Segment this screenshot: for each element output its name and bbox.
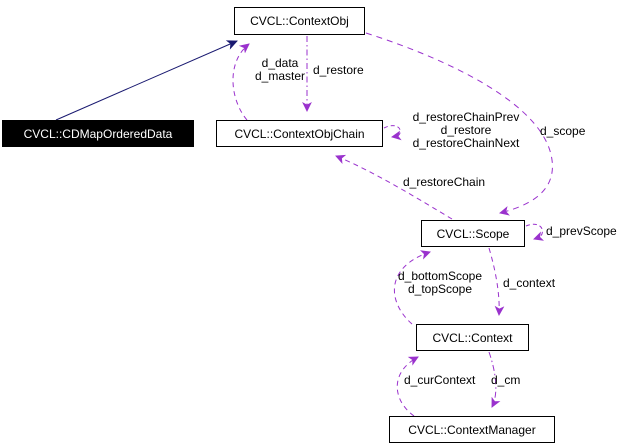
edge-inheritance-cdmapordereddata-to-contextobj bbox=[55, 40, 238, 121]
edge-label-line: d_curContext bbox=[404, 373, 476, 387]
class-node-contextmanager[interactable]: CVCL::ContextManager bbox=[389, 416, 555, 443]
class-node-contextobjchain[interactable]: CVCL::ContextObjChain bbox=[216, 120, 383, 147]
edge-label-line: d_context bbox=[503, 276, 556, 290]
edge-label-line: d_restoreChainNext bbox=[412, 136, 520, 150]
class-node-cdmapordereddata[interactable]: CVCL::CDMapOrderedData bbox=[2, 120, 194, 147]
class-node-scope[interactable]: CVCL::Scope bbox=[421, 220, 525, 247]
class-node-label: CVCL::CDMapOrderedData bbox=[23, 126, 173, 141]
class-node-label: CVCL::Context bbox=[432, 330, 513, 345]
edge-label-line: d_data bbox=[261, 56, 299, 70]
edge-usage-d-data-d-master bbox=[232, 43, 250, 121]
edge-label-d-data-d-master: d_data d_master bbox=[249, 57, 311, 83]
edge-label-line: d_restoreChainPrev bbox=[412, 110, 520, 124]
edge-label-line: d_bottomScope bbox=[397, 269, 483, 283]
edge-usage-d-restore-chain bbox=[335, 154, 453, 220]
edge-label-restore-chain-group: d_restoreChainPrev d_restore d_restoreCh… bbox=[404, 111, 528, 150]
edge-label-line: d_topScope bbox=[407, 282, 473, 296]
edge-label-d-scope: d_scope bbox=[540, 125, 592, 138]
edge-label-d-cm: d_cm bbox=[491, 374, 529, 387]
edge-label-line: d_scope bbox=[540, 124, 586, 138]
class-node-contextobj[interactable]: CVCL::ContextObj bbox=[234, 7, 365, 35]
edge-label-d-prev-scope: d_prevScope bbox=[546, 225, 626, 238]
edge-usage-restore-chain-self-loop bbox=[383, 125, 402, 141]
edge-label-line: d_restoreChain bbox=[403, 175, 486, 189]
edge-label-line: d_prevScope bbox=[546, 224, 617, 238]
edge-label-d-bottom-top-scope: d_bottomScope d_topScope bbox=[392, 270, 488, 296]
edge-usage-d-bottom-top-scope bbox=[393, 250, 431, 325]
edge-usage-d-prev-scope-self-loop bbox=[525, 223, 545, 241]
class-node-label: CVCL::ContextManager bbox=[408, 422, 536, 437]
edge-label-d-context: d_context bbox=[503, 277, 565, 290]
edge-usage-d-cm bbox=[488, 351, 501, 408]
edge-label-d-cur-context: d_curContext bbox=[404, 374, 484, 387]
edge-label-line: d_cm bbox=[491, 373, 521, 387]
edge-label-d-restore-top: d_restore bbox=[313, 64, 371, 77]
edge-usage-d-cur-context bbox=[396, 356, 419, 417]
class-node-context[interactable]: CVCL::Context bbox=[416, 324, 529, 351]
edge-label-d-restore-chain: d_restoreChain bbox=[403, 176, 493, 189]
edge-usage-d-context bbox=[488, 247, 505, 316]
class-node-label: CVCL::ContextObj bbox=[250, 14, 349, 28]
edge-label-line: d_restore bbox=[313, 63, 364, 77]
edge-usage-d-scope bbox=[365, 32, 553, 216]
class-node-label: CVCL::Scope bbox=[436, 226, 510, 241]
class-node-label: CVCL::ContextObjChain bbox=[234, 126, 365, 141]
edge-label-line: d_master bbox=[254, 69, 306, 83]
edge-label-line: d_restore bbox=[440, 123, 492, 137]
